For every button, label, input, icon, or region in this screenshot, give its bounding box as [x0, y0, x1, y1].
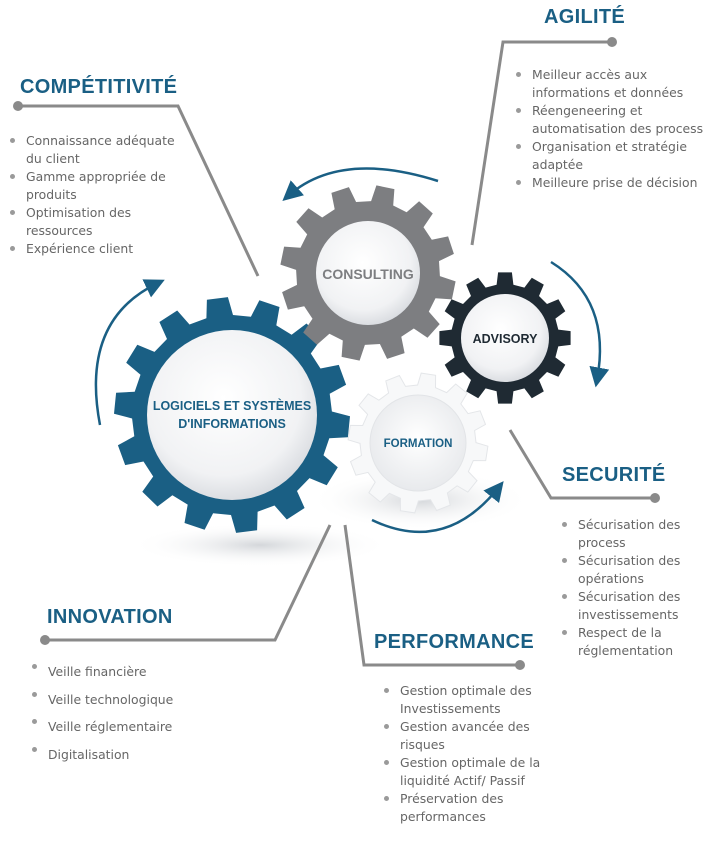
- connector-innovation: [45, 524, 332, 642]
- list-item: Gestion optimale de la liquidité Actif/ …: [384, 754, 559, 790]
- hub-consulting: [316, 221, 420, 325]
- gear-label-consulting: CONSULTING: [322, 266, 414, 282]
- list-item: Respect de la réglementation: [562, 624, 702, 660]
- list-item: Optimisation des ressources: [10, 204, 185, 240]
- list-item: Sécurisation des opérations: [562, 552, 702, 588]
- arrow-consulting: [282, 167, 439, 201]
- rotation-arrows: [94, 167, 610, 534]
- list-item: Connaissance adéquate du client: [10, 132, 185, 168]
- list-item: Veille réglementaire: [32, 713, 232, 741]
- list-innovation: Veille financière Veille technologique V…: [32, 658, 232, 768]
- list-item: Digitalisation: [32, 741, 232, 769]
- connector-competitivite: [18, 104, 260, 277]
- connector-securite: [508, 429, 655, 500]
- hub-formation: [369, 394, 467, 492]
- hub-logiciels: [147, 330, 317, 500]
- heading-agilite: AGILITÉ: [544, 6, 625, 28]
- list-item: Réengeneering et automatisation des proc…: [516, 102, 714, 138]
- list-performance: Gestion optimale des Investissements Ges…: [384, 682, 559, 826]
- connector-performance: [343, 524, 520, 667]
- heading-performance: PERFORMANCE: [374, 631, 534, 653]
- heading-competitivite: COMPÉTITIVITÉ: [20, 76, 178, 98]
- heading-securite: SECURITÉ: [562, 464, 666, 486]
- list-item: Gestion avancée des risques: [384, 718, 559, 754]
- connector-lines: [18, 40, 655, 667]
- arrow-advisory: [550, 260, 610, 388]
- list-item: Gestion optimale des Investissements: [384, 682, 559, 718]
- list-item: Veille financière: [32, 658, 232, 686]
- list-item: Veille technologique: [32, 686, 232, 714]
- connector-dots: [13, 37, 660, 670]
- heading-innovation: INNOVATION: [47, 606, 173, 628]
- list-item: Organisation et stratégie adaptée: [516, 138, 714, 174]
- gear-label-formation: FORMATION: [383, 438, 453, 450]
- list-agilite: Meilleur accès aux informations et donné…: [516, 66, 714, 192]
- gear-label-logiciels: LOGICIELS ET SYSTÈMES D'INFORMATIONS: [152, 399, 312, 431]
- list-competitivite: Connaissance adéquate du client Gamme ap…: [10, 132, 185, 258]
- list-item: Meilleur accès aux informations et donné…: [516, 66, 714, 102]
- arrow-innovation: [94, 279, 165, 426]
- list-securite: Sécurisation des process Sécurisation de…: [562, 516, 702, 660]
- gear-label-advisory: ADVISORY: [472, 332, 538, 346]
- list-item: Meilleure prise de décision: [516, 174, 714, 192]
- list-item: Sécurisation des process: [562, 516, 702, 552]
- list-item: Préservation des performances: [384, 790, 559, 826]
- hub-advisory: [461, 294, 549, 382]
- list-item: Gamme appropriée de produits: [10, 168, 185, 204]
- list-item: Expérience client: [10, 240, 185, 258]
- connector-agilite: [470, 40, 612, 246]
- list-item: Sécurisation des investissements: [562, 588, 702, 624]
- arrow-formation: [371, 481, 504, 534]
